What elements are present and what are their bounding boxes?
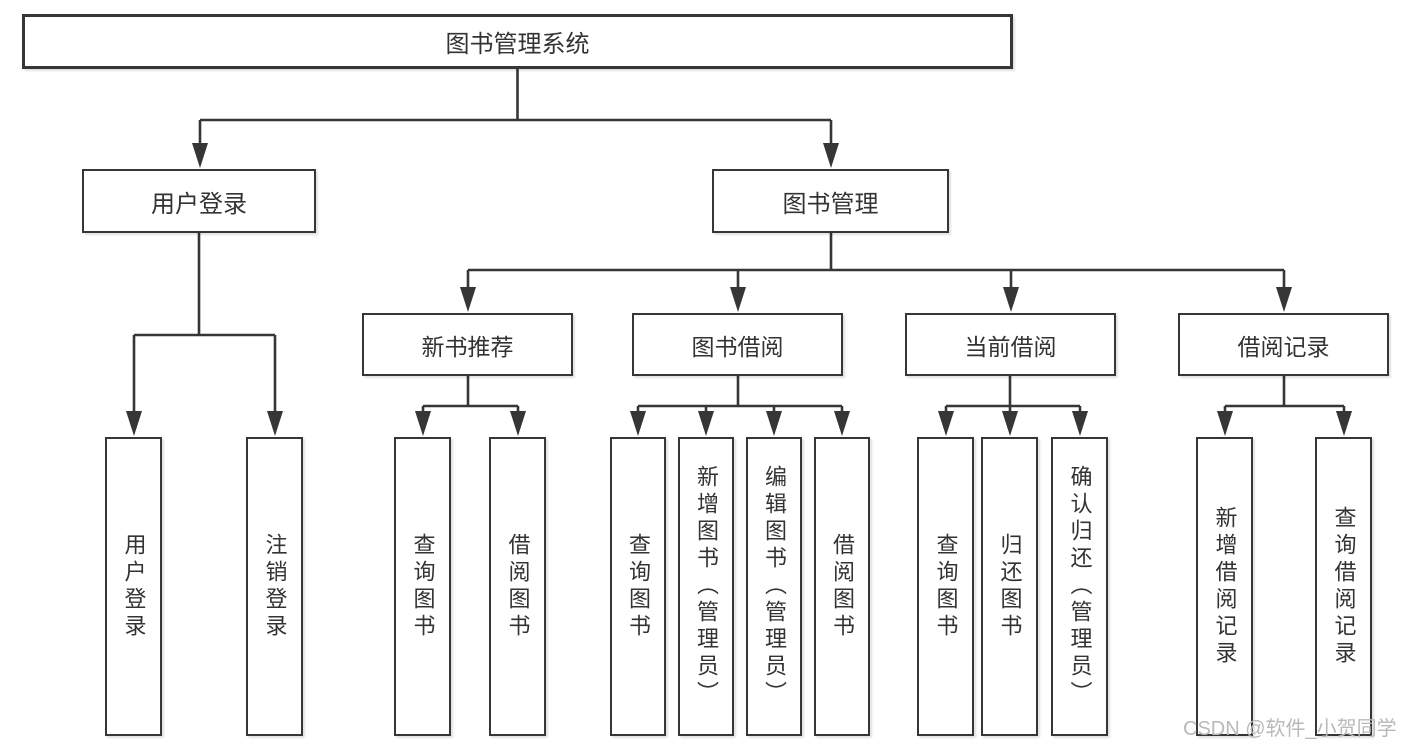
connector-user-login-to-leaves (132, 233, 277, 414)
leaf-borrow-books-rec: 借阅图书 (489, 437, 546, 736)
connector-book-mgmt-to-level3 (466, 233, 1286, 290)
leaf-query-borrow-record: 查询借阅记录 (1315, 437, 1372, 736)
leaf-user-login: 用户登录 (105, 437, 162, 736)
leaf-query-books-rec: 查询图书 (394, 437, 451, 736)
node-user-login: 用户登录 (82, 169, 316, 233)
leaf-logout: 注销登录 (246, 437, 303, 736)
node-root-label: 图书管理系统 (445, 31, 590, 58)
watermark: CSDN @软件_小贺同学 (1183, 718, 1397, 740)
node-book-borrow-label: 图书借阅 (691, 333, 784, 360)
leaf-confirm-return-admin: 确认归还（管理员） (1051, 437, 1108, 736)
leaf-query-books-current: 查询图书 (917, 437, 974, 736)
leaf-add-books-admin: 新增图书（管理员） (678, 437, 734, 736)
node-borrow-records: 借阅记录 (1178, 313, 1389, 376)
arrowheads (126, 143, 1352, 436)
node-new-book-rec: 新书推荐 (362, 313, 573, 376)
connector-book-borrow-to-leaves (636, 376, 844, 414)
leaf-borrow-books: 借阅图书 (814, 437, 870, 736)
node-root: 图书管理系统 (22, 14, 1013, 69)
leaf-return-books-label: 归还图书 (997, 532, 1023, 641)
leaf-return-books: 归还图书 (981, 437, 1038, 736)
leaf-add-borrow-record: 新增借阅记录 (1196, 437, 1253, 736)
node-current-borrow-label: 当前借阅 (964, 333, 1057, 360)
connector-current-borrow-to-leaves (944, 376, 1082, 414)
leaf-edit-books-admin: 编辑图书（管理员） (746, 437, 802, 736)
leaf-query-books-rec-label: 查询图书 (410, 532, 436, 641)
connector-root-to-level2 (198, 69, 833, 145)
leaf-add-books-admin-label: 新增图书（管理员） (694, 465, 719, 708)
node-current-borrow: 当前借阅 (905, 313, 1116, 376)
leaf-add-borrow-record-label: 新增借阅记录 (1212, 505, 1238, 668)
leaf-borrow-books-label: 借阅图书 (830, 532, 855, 641)
leaf-query-books-current-label: 查询图书 (933, 532, 959, 641)
node-borrow-records-label: 借阅记录 (1237, 333, 1330, 360)
node-book-mgmt: 图书管理 (712, 169, 949, 233)
leaf-logout-label: 注销登录 (262, 532, 288, 641)
leaf-query-books-borrow: 查询图书 (610, 437, 666, 736)
leaf-query-borrow-record-label: 查询借阅记录 (1331, 505, 1357, 668)
leaf-user-login-label: 用户登录 (121, 532, 147, 641)
leaf-borrow-books-rec-label: 借阅图书 (505, 532, 531, 641)
leaf-confirm-return-admin-label: 确认归还（管理员） (1067, 465, 1093, 708)
leaf-query-books-borrow-label: 查询图书 (626, 532, 651, 641)
leaf-edit-books-admin-label: 编辑图书（管理员） (762, 465, 787, 708)
connector-borrow-records-to-leaves (1223, 376, 1346, 414)
node-new-book-rec-label: 新书推荐 (421, 333, 514, 360)
connector-new-book-rec-to-leaves (421, 376, 520, 414)
node-book-borrow: 图书借阅 (632, 313, 843, 376)
node-book-mgmt-label: 图书管理 (782, 190, 879, 218)
node-user-login-label: 用户登录 (151, 190, 247, 218)
